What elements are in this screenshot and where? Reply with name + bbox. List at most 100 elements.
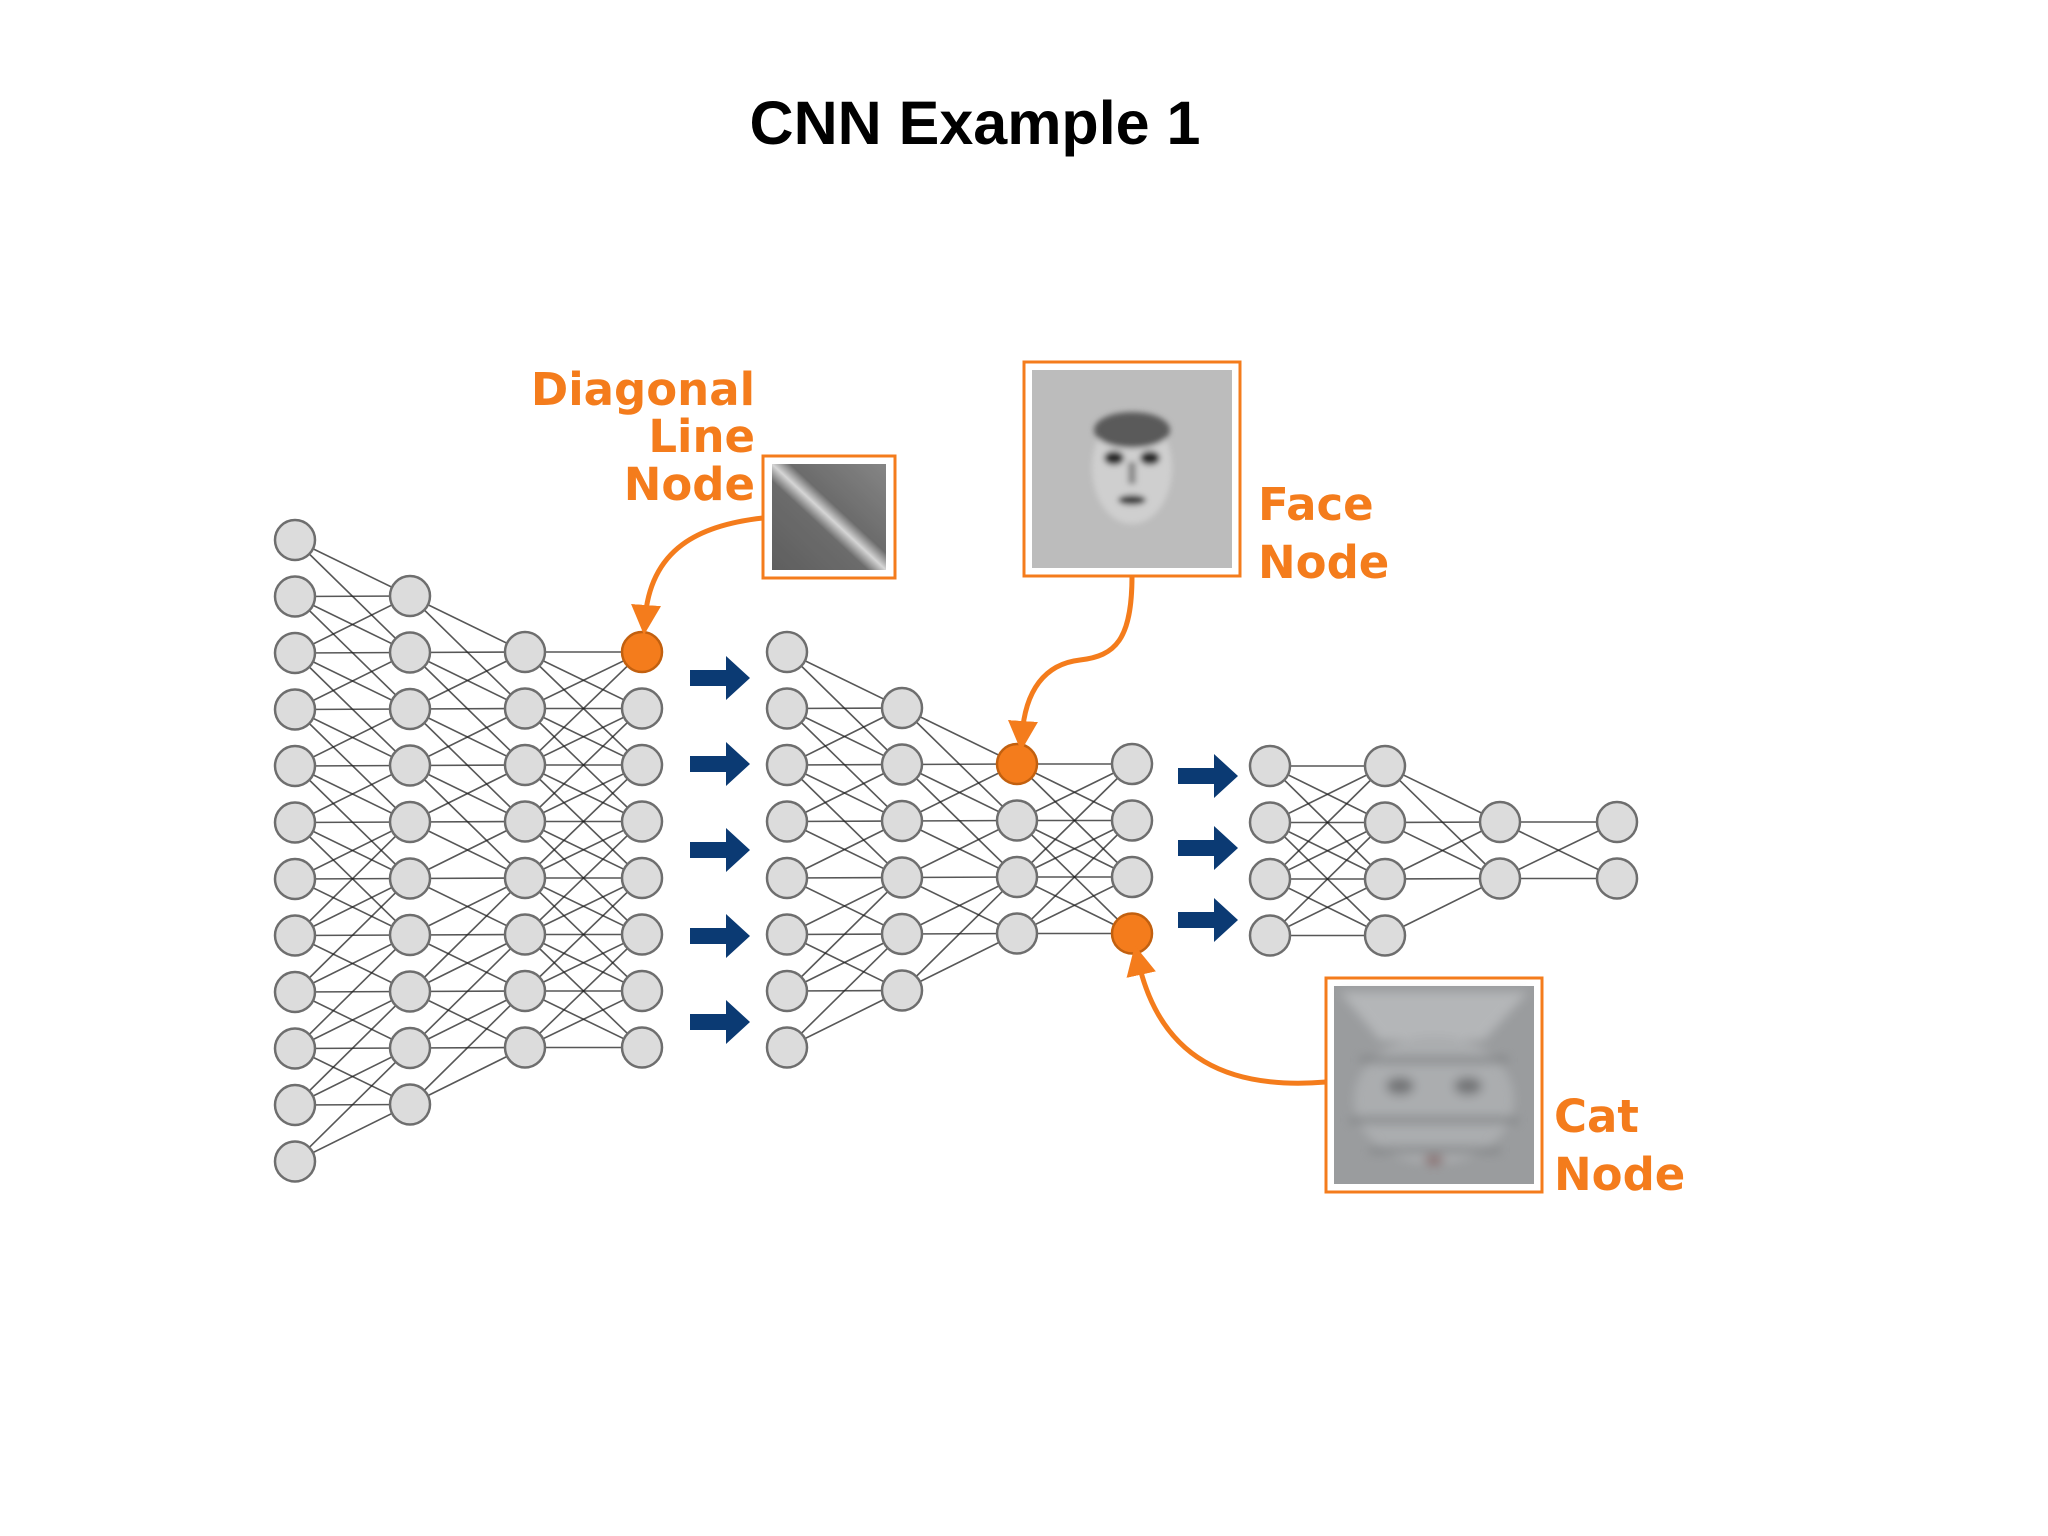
neuron: [1110, 742, 1154, 786]
neuron: [503, 856, 547, 900]
connection-line: [1016, 876, 1133, 935]
neuron: [503, 913, 547, 956]
neuron: [388, 800, 432, 844]
connection-line: [409, 651, 526, 710]
neuron: [765, 687, 809, 730]
neuron: [765, 969, 809, 1013]
neuron: [880, 743, 924, 786]
neuron: [273, 1140, 317, 1183]
connection-line: [901, 707, 1018, 765]
connection-line: [1269, 878, 1386, 937]
neuron: [273, 914, 317, 957]
neuron: [765, 743, 809, 787]
neuron: [1595, 857, 1639, 900]
connection-line: [901, 932, 1018, 992]
face-feature-image: [1022, 360, 1242, 578]
connection-line: [409, 877, 526, 936]
connection-line: [786, 707, 903, 766]
connection-line: [524, 651, 643, 710]
connection-line: [294, 708, 411, 767]
connection-line: [786, 651, 903, 709]
neuron: [503, 630, 547, 674]
neuron: [273, 801, 317, 844]
neuron: [1363, 744, 1407, 788]
neuron: [388, 913, 432, 957]
connection-line: [786, 876, 903, 992]
cat-feature-image: [1324, 976, 1544, 1194]
connection-line: [901, 876, 1018, 992]
connection-line: [786, 763, 903, 823]
label-face-2: Node: [1258, 536, 1389, 589]
neuron: [503, 687, 547, 730]
neuron: [880, 799, 924, 843]
connection-line: [1269, 765, 1386, 880]
right-arrow-icon: [690, 914, 750, 958]
neuron: [995, 912, 1039, 955]
right-arrow-icon: [690, 656, 750, 700]
neuron: [995, 799, 1039, 842]
neuron: [620, 913, 664, 956]
label-face-1: Face: [1258, 478, 1374, 531]
connection-line: [294, 1047, 411, 1163]
neuron: [620, 969, 664, 1013]
neuron: [1248, 801, 1292, 844]
connection-line: [409, 820, 526, 880]
right-arrow-icon: [1178, 754, 1238, 798]
label-diagonal-line-2: Line: [648, 410, 755, 463]
neuron: [765, 630, 809, 674]
neuron: [388, 631, 432, 674]
connection-line: [524, 764, 643, 823]
neuron: [880, 969, 924, 1012]
neuron: [388, 1026, 432, 1070]
connection-line: [786, 876, 903, 936]
neuron: [1595, 800, 1639, 844]
neuron: [995, 855, 1039, 899]
neuron: [1110, 855, 1154, 899]
neuron: [765, 800, 809, 843]
label-diagonal-line-1: Diagonal: [531, 363, 755, 416]
neuron: [388, 970, 432, 1013]
connection-line: [1384, 877, 1501, 937]
neuron: [503, 800, 547, 843]
connection-line: [409, 1046, 526, 1106]
connection-line: [294, 1047, 411, 1106]
connection-line: [1016, 763, 1133, 822]
connection-line: [524, 820, 643, 936]
pointer-arrows: [631, 515, 1327, 1086]
neuron: [880, 912, 924, 956]
neuron: [273, 970, 317, 1014]
neuron: [273, 857, 317, 901]
connection-line: [294, 934, 411, 1050]
neuron: [273, 575, 317, 618]
connection-line: [294, 651, 411, 711]
diagonal-line-node: [620, 630, 664, 674]
neuron: [620, 856, 664, 900]
connection-line: [1499, 821, 1618, 880]
connection-line: [294, 990, 411, 1050]
neuron: [273, 518, 317, 562]
connection-line: [901, 763, 1018, 822]
neuron: [503, 1026, 547, 1069]
connection-line: [409, 595, 526, 653]
neuron: [1248, 857, 1292, 901]
connection-line: [1269, 765, 1386, 824]
neuron: [273, 631, 317, 675]
connection-line: [786, 820, 903, 879]
neuron: [273, 1027, 317, 1070]
connection-line: [524, 820, 643, 879]
neuron: [620, 687, 664, 730]
neuron: [273, 688, 317, 731]
face-node: [995, 742, 1039, 786]
connection-line: [901, 819, 1018, 879]
connection-line: [1384, 821, 1501, 880]
connection-line: [524, 651, 643, 766]
label-cat-2: Node: [1554, 1148, 1685, 1201]
connection-line: [524, 707, 643, 766]
neuron: [388, 687, 432, 731]
neuron: [273, 1083, 317, 1127]
neuron: [1363, 801, 1407, 844]
neuron: [880, 856, 924, 899]
neuron: [765, 1026, 809, 1069]
connection-line: [901, 876, 1018, 935]
